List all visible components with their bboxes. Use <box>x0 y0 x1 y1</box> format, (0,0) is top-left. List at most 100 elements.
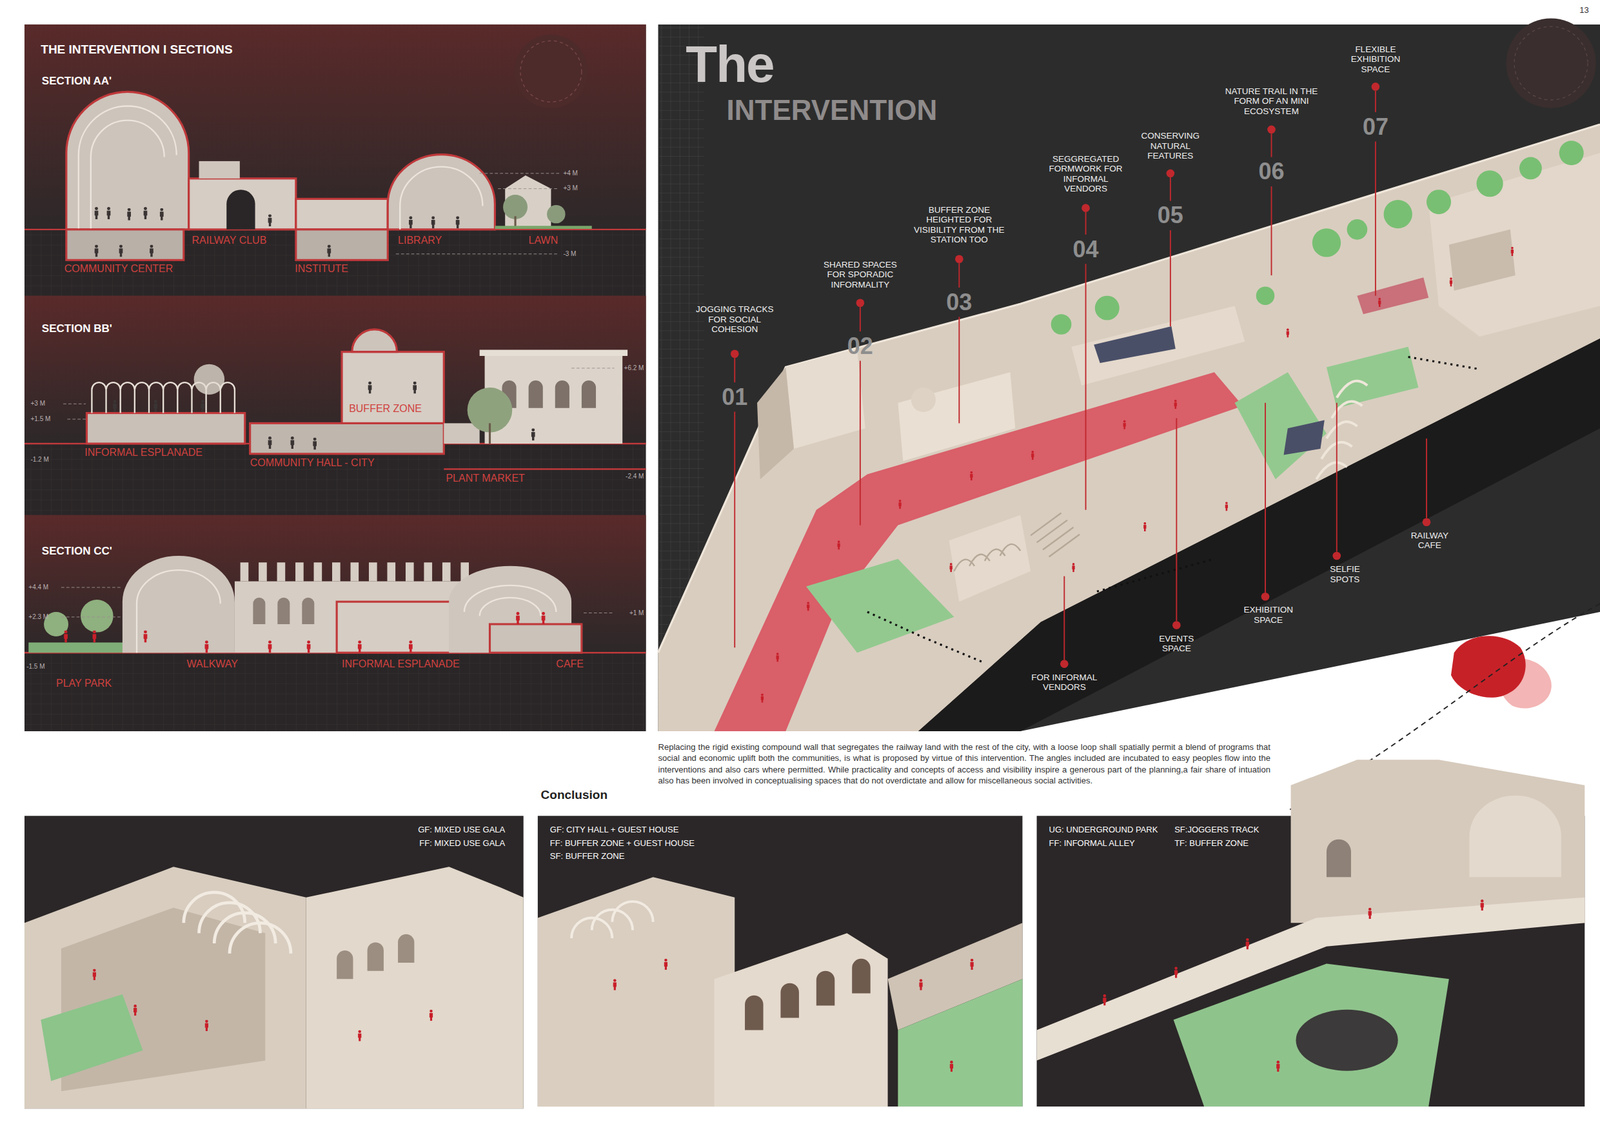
render-view-two <box>714 933 889 1107</box>
render-view-two <box>537 877 735 1107</box>
section-cc-drawing <box>61 587 615 618</box>
section-cc-drawing <box>240 562 469 582</box>
callout-leaders <box>730 82 1431 669</box>
render-view-two <box>949 1060 954 1072</box>
isometric-model <box>911 387 936 413</box>
isometric-model <box>1559 140 1584 166</box>
section-aa-drawing <box>66 229 184 260</box>
section-bb-drawing <box>250 423 445 454</box>
leader-line <box>859 360 861 525</box>
isometric-model <box>969 471 973 481</box>
render-view-two <box>897 978 1023 1107</box>
isometric-model <box>867 612 985 663</box>
render-view-one <box>357 1029 362 1041</box>
isometric-model <box>1428 152 1600 337</box>
leader-line <box>733 412 736 649</box>
section-aa-drawing <box>296 198 388 229</box>
floor-tag: FF: INFORMAL ALLEY <box>1049 839 1136 849</box>
render-panel: GF: CITY HALL + GUEST HOUSEFF: BUFFER ZO… <box>537 816 1023 1108</box>
render-view-one <box>336 934 415 980</box>
floor-tag: GF: MIXED USE GALA <box>417 825 505 836</box>
leader-line <box>1169 177 1172 201</box>
render-view-one <box>24 866 307 1109</box>
isometric-model <box>776 652 780 662</box>
section-bb-drawing <box>479 349 628 356</box>
section-bb-drawing <box>91 382 235 413</box>
level-dimension: +3 M <box>562 184 578 193</box>
leader-dot <box>856 298 865 307</box>
leader-line <box>1085 212 1087 235</box>
leader-line <box>859 306 861 332</box>
level-dimension: -1.2 M <box>30 455 49 464</box>
isometric-model <box>1312 228 1341 257</box>
space-label: PLANT MARKET <box>445 472 525 485</box>
leader-line <box>958 263 960 288</box>
isometric-model <box>714 372 1244 732</box>
intervention-panel <box>1514 26 1588 100</box>
isometric-model <box>1449 277 1453 287</box>
callout-text: JOGGING TRACKS FOR SOCIAL COHESION <box>688 304 781 335</box>
callout-text: NATURE TRAIL IN THE FORM OF AN MINI ECOS… <box>1222 86 1320 117</box>
section-bb-drawing <box>86 413 245 444</box>
section-aa-drawing <box>226 189 255 230</box>
level-dimension: -1.5 M <box>26 662 45 671</box>
level-dimension: +1.5 M <box>30 415 51 424</box>
section-bb-drawing <box>268 436 273 449</box>
isometric-model <box>1326 346 1419 409</box>
section-cc-drawing <box>464 585 556 616</box>
section-bb-drawing <box>352 329 398 353</box>
render-view-one <box>306 866 524 1109</box>
space-label: INFORMAL ESPLANADE <box>84 446 203 459</box>
callout-text: FOR INFORMAL VENDORS <box>1023 672 1106 693</box>
section-cc-drawing <box>63 612 545 653</box>
callout-text: FLEXIBLE EXHIBITION SPACE <box>1340 44 1412 75</box>
isometric-model <box>1051 314 1072 335</box>
level-dimension: -2.4 M <box>625 472 644 481</box>
isometric-model <box>953 544 1021 572</box>
section-cc-drawing <box>122 555 235 653</box>
floor-tag: FF: BUFFER ZONE + GUEST HOUSE <box>550 839 695 849</box>
section-bb-drawing <box>312 437 317 451</box>
section-cc-drawing <box>61 616 121 618</box>
space-label: BUFFER ZONE <box>348 403 422 415</box>
section-cc-drawing <box>252 597 266 625</box>
render-view-three <box>1291 759 1586 923</box>
section-cc-drawing <box>268 640 273 653</box>
render-view-three <box>1469 795 1561 878</box>
section-bb-drawing <box>443 468 646 470</box>
render-view-three <box>1326 839 1352 878</box>
isometric-model <box>806 559 954 654</box>
sections-panel <box>513 34 588 109</box>
section-aa-drawing <box>24 91 647 260</box>
section-bb-drawing <box>200 399 205 413</box>
section-aa-drawing <box>503 194 528 220</box>
section-aa-drawing <box>395 253 560 255</box>
section-cc-drawing <box>541 612 546 625</box>
section-aa-drawing <box>159 208 164 221</box>
isometric-model <box>918 338 1600 732</box>
section-cc-drawing <box>408 640 413 653</box>
section-heading: SECTION CC' <box>41 544 113 558</box>
section-aa-drawing <box>66 91 189 230</box>
isometric-model <box>1476 170 1504 197</box>
leader-dot <box>1267 125 1276 135</box>
isometric-model <box>1283 420 1324 456</box>
section-cc-drawing <box>234 581 485 654</box>
floor-tag: TF: BUFFER ZONE <box>1174 839 1249 849</box>
section-aa-drawing <box>431 216 436 229</box>
section-cc-drawing <box>301 597 315 625</box>
section-heading: SECTION BB' <box>41 322 113 336</box>
render-view-three <box>1480 899 1484 911</box>
section-aa-drawing <box>395 173 560 255</box>
section-bb-drawing <box>112 381 535 451</box>
render-view-three <box>1174 966 1178 978</box>
section-aa-drawing <box>455 216 460 229</box>
section-bb-drawing <box>290 436 295 449</box>
space-label: PLAY PARK <box>56 677 112 690</box>
render-view-one <box>429 1009 433 1021</box>
floor-tag: FF: MIXED USE GALA <box>419 839 505 849</box>
callout-number: 04 <box>1073 237 1099 262</box>
intervention-panel <box>1505 18 1596 108</box>
section-cc-drawing <box>80 599 114 633</box>
